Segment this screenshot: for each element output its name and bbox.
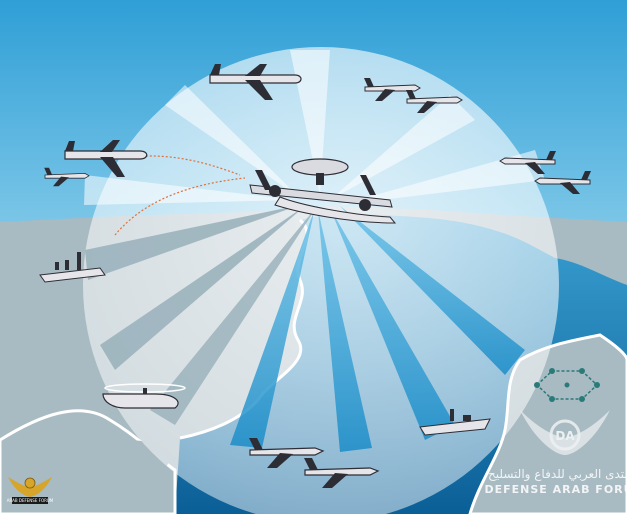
beam-11 [340, 150, 545, 205]
fighter-jet-icon [44, 167, 90, 187]
beam-12 [165, 85, 300, 198]
helicopter-icon [102, 383, 186, 409]
fighter-jet-icon [249, 438, 325, 468]
radar-disk [83, 47, 559, 514]
radar-beams [84, 50, 545, 452]
beam-1 [230, 208, 315, 448]
airliner-icon [209, 64, 302, 100]
beam-2 [318, 210, 372, 452]
fighter-jet-icon [534, 171, 591, 194]
airliner-icon [64, 140, 148, 177]
beam-6 [85, 205, 300, 280]
warship-icon [419, 409, 491, 436]
defense-arab-forum-logo-icon: DA [520, 410, 610, 455]
fighter-jet-icon [406, 90, 463, 113]
aew-radar-plane-icon [249, 158, 397, 224]
radar-coverage [83, 47, 559, 514]
beam-8 [84, 175, 295, 205]
radar-station-icon [39, 252, 106, 283]
beam-3 [330, 208, 455, 440]
beam-5 [100, 206, 305, 370]
fighter-jet-icon [499, 151, 556, 174]
watermark-english: DEFENSE ARAB FORUM [484, 483, 627, 496]
eagle-logo-icon: ARAB DEFENSE FORUM [7, 477, 54, 504]
beam-4 [340, 206, 525, 375]
beam-7 [150, 205, 318, 425]
svg-text:DA: DA [555, 429, 575, 443]
watermark-arabic: المنتدى العربي للدفاع والتسليح [488, 467, 627, 482]
datalink-signal [114, 177, 246, 236]
corner-logo-text: ARAB DEFENSE FORUM [7, 498, 54, 503]
beam-10 [330, 95, 475, 200]
fighter-jet-icon [304, 458, 380, 488]
sam-site-icon [534, 368, 600, 402]
fighter-jet-icon [364, 78, 421, 101]
